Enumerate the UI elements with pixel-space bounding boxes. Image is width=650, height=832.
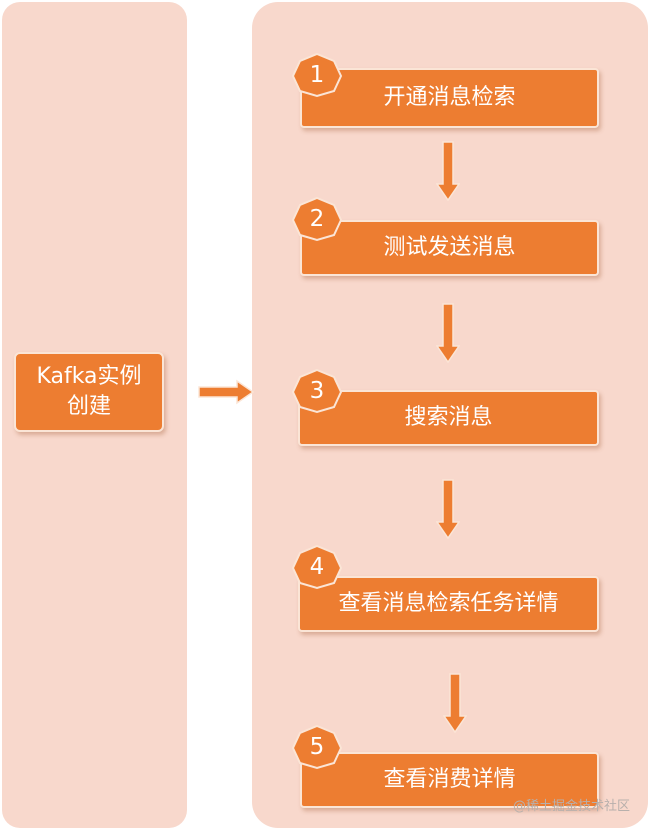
step-number-1: 1 xyxy=(309,62,325,88)
heptagon-badge-icon xyxy=(291,52,343,98)
source-box-kafka-instance-creation: Kafka实例 创建 xyxy=(14,352,164,432)
step-label-3: 搜索消息 xyxy=(404,405,493,430)
right-arrow-icon xyxy=(198,379,255,405)
step-badge-4: 4 xyxy=(291,544,343,590)
step-box-5: 查看消费详情 xyxy=(300,752,599,808)
down-arrow-icon-4 xyxy=(443,673,467,734)
down-arrow-icon-2 xyxy=(436,303,460,364)
step-badge-3: 3 xyxy=(291,368,343,414)
step-label-2: 测试发送消息 xyxy=(383,235,516,260)
step-label-1: 开通消息检索 xyxy=(383,85,516,110)
step-box-3: 搜索消息 xyxy=(298,390,599,446)
down-arrow-icon-3 xyxy=(436,479,460,540)
step-box-1: 开通消息检索 xyxy=(300,68,599,128)
step-number-3: 3 xyxy=(309,378,325,404)
heptagon-badge-icon xyxy=(291,544,343,590)
step-label-4: 查看消息检索任务详情 xyxy=(338,591,559,616)
source-line-1: Kafka实例 xyxy=(36,364,142,389)
step-number-4: 4 xyxy=(309,554,325,580)
heptagon-badge-icon xyxy=(291,724,343,770)
step-box-4: 查看消息检索任务详情 xyxy=(298,576,599,632)
down-arrow-icon-1 xyxy=(436,141,460,202)
step-number-2: 2 xyxy=(309,206,325,232)
heptagon-badge-icon xyxy=(291,196,343,242)
step-badge-2: 2 xyxy=(291,196,343,242)
step-label-5: 查看消费详情 xyxy=(383,767,516,792)
step-box-2: 测试发送消息 xyxy=(300,220,599,276)
source-line-2: 创建 xyxy=(66,394,111,419)
step-badge-5: 5 xyxy=(291,724,343,770)
step-badge-1: 1 xyxy=(291,52,343,98)
watermark: @稀土掘金技术社区 xyxy=(512,799,630,814)
heptagon-badge-icon xyxy=(291,368,343,414)
step-number-5: 5 xyxy=(309,734,325,760)
